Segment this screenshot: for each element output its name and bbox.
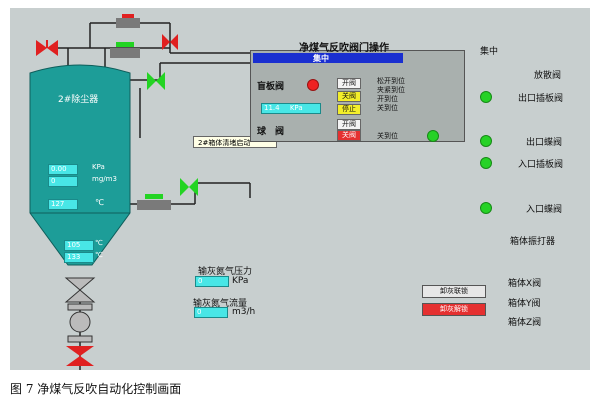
right-item-rapper: 箱体振打器: [510, 237, 556, 247]
nitrogen-flow-unit: m3/h: [232, 307, 256, 317]
cone-temp-1-field: 105: [64, 240, 94, 251]
nitrogen-flow-label: 输灰氮气流量: [193, 299, 248, 309]
nitrogen-pressure-label: 输灰氮气压力: [198, 267, 253, 277]
right-item-outlet-gate: 出口插板阀: [518, 94, 564, 104]
ball-open-button[interactable]: 开阀: [337, 119, 361, 130]
ball-close-button[interactable]: 关阀: [337, 130, 361, 141]
nitrogen-pressure-field: 0: [195, 276, 229, 287]
setpoint-field[interactable]: 11.4 KPa: [261, 103, 321, 114]
status-clamp: 夹紧到位: [377, 86, 405, 94]
hmi-screen: 2#除尘器 0.00 KPa 0 mg/m3 127 ℃ 105 ℃ 133 ℃: [10, 8, 590, 370]
vessel-dust-unit: mg/m3: [92, 175, 117, 183]
right-item-y-valve: 箱体Y阀: [508, 299, 541, 309]
vessel-dust-field: 0: [48, 176, 78, 187]
lower-green-valve-icon[interactable]: [178, 176, 200, 198]
panel-title: 净煤气反吹阀门操作: [299, 43, 389, 54]
ball-closed-status: 关到位: [377, 132, 398, 140]
lower-gray-valve-icon[interactable]: [135, 194, 173, 212]
right-item-vent-valve: 放散阀: [534, 71, 562, 81]
nitrogen-flow-field: 0: [194, 307, 228, 318]
panel-mode-bar: [253, 53, 403, 63]
valve-operation-panel: 净煤气反吹阀门操作 集中 盲板阀 开阀 关阀 停止 松开到位 夹紧到位 开到位 …: [250, 43, 465, 142]
vessel-title: 2#除尘器: [58, 95, 99, 105]
vessel-temp-unit: ℃: [95, 198, 104, 207]
ball-valve-label: 球 阀: [257, 127, 285, 137]
outlet-butterfly-led: [480, 135, 492, 147]
status-closed: 关到位: [377, 104, 398, 112]
status-loose-open: 松开到位: [377, 77, 405, 85]
status-open: 开到位: [377, 95, 398, 103]
dust-collector-vessel: [29, 64, 131, 266]
panel-mode-label: 集中: [313, 54, 329, 63]
setpoint-unit: KPa: [289, 104, 303, 112]
gate-valve-label: 盲板阀: [257, 82, 285, 92]
gate-close-button[interactable]: 关阀: [337, 91, 361, 102]
vent-valve-icon[interactable]: [34, 38, 60, 58]
side-green-valve-icon[interactable]: [145, 70, 167, 92]
right-item-outlet-butterfly: 出口蝶阀: [526, 138, 563, 148]
gate-valve-status-led: [307, 79, 319, 91]
right-header: 集中: [480, 47, 499, 57]
outlet-gate-led: [480, 91, 492, 103]
nitrogen-pressure-unit: KPa: [232, 276, 249, 286]
ash-link-button[interactable]: 卸灰联锁: [422, 285, 486, 298]
inlet-butterfly-led: [480, 202, 492, 214]
cone-temp-2-unit: ℃: [95, 251, 103, 259]
vessel-pressure-unit: KPa: [92, 163, 105, 171]
inlet-gate-led: [480, 157, 492, 169]
figure-caption: 图 7 净煤气反吹自动化控制画面: [10, 382, 182, 396]
vessel-pressure-field: 0.00: [48, 164, 78, 175]
top-right-valve-icon[interactable]: [160, 32, 180, 52]
cone-temp-2-field: 133: [64, 252, 94, 263]
mid-green-valve-icon[interactable]: [108, 42, 142, 60]
cone-temp-1-unit: ℃: [95, 239, 103, 247]
ball-valve-status-led: [427, 130, 439, 142]
right-item-inlet-gate: 入口插板阀: [518, 160, 564, 170]
gate-stop-button[interactable]: 停止: [337, 104, 361, 115]
setpoint-value: 11.4: [264, 104, 280, 112]
ash-unlock-button[interactable]: 卸灰解锁: [422, 303, 486, 316]
vessel-temp-field: 127: [48, 199, 78, 210]
gate-open-button[interactable]: 开阀: [337, 78, 361, 89]
right-item-z-valve: 箱体Z阀: [508, 318, 542, 328]
top-red-valve-icon[interactable]: [114, 14, 142, 32]
right-item-inlet-butterfly: 入口蝶阀: [526, 205, 563, 215]
right-item-x-valve: 箱体X阀: [508, 279, 542, 289]
discharge-valves: [64, 277, 96, 366]
